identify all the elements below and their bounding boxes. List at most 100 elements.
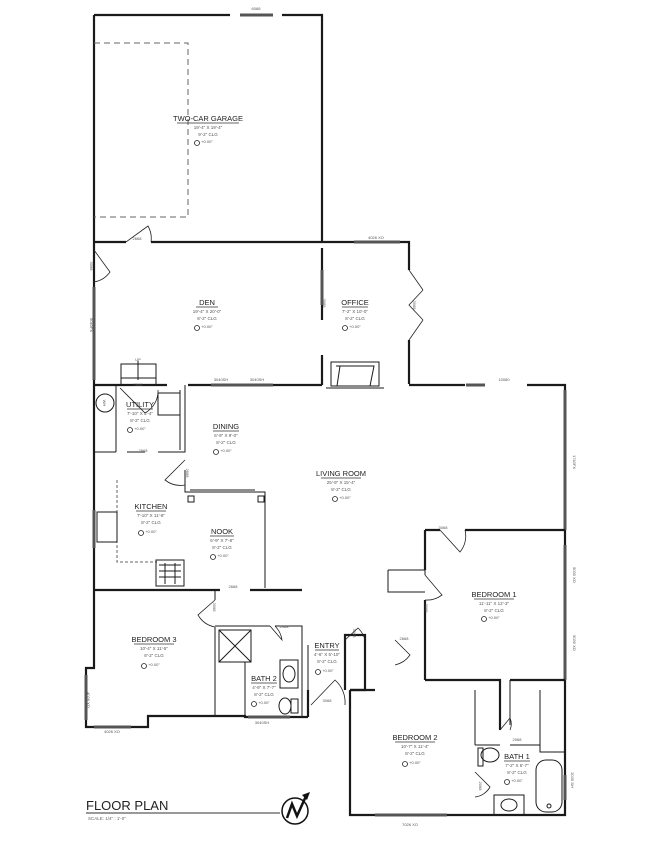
floor-elevation-icon	[332, 496, 338, 502]
svg-text:+0.00": +0.00"	[201, 324, 213, 329]
svg-text:BATH 2: BATH 2	[251, 674, 277, 683]
svg-text:ENTRY: ENTRY	[314, 641, 339, 650]
opening-tag: 2668	[185, 469, 190, 479]
opening-tag: 3040SH	[250, 377, 265, 382]
garage-walls	[92, 13, 324, 242]
svg-text:BEDROOM 3: BEDROOM 3	[131, 635, 176, 644]
svg-text:9'-2" CLG: 9'-2" CLG	[198, 132, 218, 137]
opening-tag: 4026 XO	[86, 692, 91, 708]
svg-text:8'-2" CLG: 8'-2" CLG	[216, 440, 236, 445]
svg-text:UTILITY: UTILITY	[126, 400, 154, 409]
svg-text:DEN: DEN	[199, 298, 215, 307]
floor-elevation-icon	[251, 701, 257, 707]
range-icon	[155, 559, 185, 587]
opening-tag: 5030 XO	[572, 635, 577, 651]
svg-text:+0.00": +0.00"	[488, 615, 500, 620]
svg-text:8'-2" CLG: 8'-2" CLG	[144, 653, 164, 658]
room-label-dining: DINING 6'-9" X 9'-0" 8'-2" CLG +0.00"	[213, 422, 239, 455]
svg-text:+0.00": +0.00"	[322, 668, 334, 673]
svg-text:8'-2" CLG: 8'-2" CLG	[405, 751, 425, 756]
svg-text:OFFICE: OFFICE	[341, 298, 369, 307]
svg-text:KITCHEN: KITCHEN	[135, 502, 168, 511]
toilet-icon	[278, 697, 292, 715]
opening-tag: 3068	[212, 603, 217, 613]
opening-tag: 2468	[280, 624, 290, 629]
opening-tag: 2668	[139, 448, 149, 453]
svg-text:8'-2" CLG: 8'-2" CLG	[130, 418, 150, 423]
svg-text:8'-2" CLG: 8'-2" CLG	[197, 316, 217, 321]
svg-text:8'-2" CLG: 8'-2" CLG	[345, 316, 365, 321]
scale-label: SCALE: 1/4" : 1'-0"	[88, 816, 126, 821]
svg-text:WH: WH	[102, 400, 107, 407]
opening-tag: 3068	[424, 604, 429, 614]
opening-tag: 3068	[323, 698, 333, 703]
svg-text:4'-6" X 5'-10": 4'-6" X 5'-10"	[314, 652, 340, 657]
opening-tag: 2668	[400, 636, 410, 641]
svg-text:8'-2" CLG: 8'-2" CLG	[484, 608, 504, 613]
svg-text:11'-11" X 12'-3": 11'-11" X 12'-3"	[479, 601, 510, 606]
plan-title: FLOOR PLAN	[86, 798, 168, 813]
svg-text:7'-2" X 6'-7": 7'-2" X 6'-7"	[505, 763, 529, 768]
opening-tag: 3040SH	[255, 720, 270, 725]
room-labels: TWO-CAR GARAGE 19'-4" X 19'-4" 9'-2" CLG…	[126, 114, 530, 785]
floor-elevation-icon	[402, 761, 408, 767]
opening-tag: 3068	[89, 262, 94, 272]
svg-text:25'-9" X 15'-4": 25'-9" X 15'-4"	[327, 480, 356, 485]
den-office-walls	[92, 240, 411, 385]
floor-elevation-icon	[138, 530, 144, 536]
svg-text:8'-2" CLG: 8'-2" CLG	[331, 487, 351, 492]
floor-elevation-icon	[342, 325, 348, 331]
room-label-utility: UTILITY 7'-10" X 5'-4" 8'-2" CLG +0.00"	[126, 400, 154, 433]
floor-elevation-icon	[315, 669, 321, 675]
opening-tag: 3068	[322, 299, 327, 309]
svg-text:LIVING ROOM: LIVING ROOM	[316, 469, 366, 478]
door-swings	[93, 225, 512, 798]
title-block: FLOOR PLAN SCALE: 1/4" : 1'-0"	[86, 792, 310, 825]
svg-text:+0.00": +0.00"	[148, 662, 160, 667]
opening-tag: 4026 XO	[368, 235, 384, 240]
svg-text:10'-7" X 11'-4": 10'-7" X 11'-4"	[401, 744, 429, 749]
room-label-bedroom-3: BEDROOM 3 10'-4" X 11'-5" 8'-2" CLG +0.0…	[131, 635, 177, 669]
opening-tag: 7026 XO	[402, 822, 418, 827]
svg-text:4'-9" X 7'-7": 4'-9" X 7'-7"	[252, 685, 276, 690]
svg-text:BEDROOM 2: BEDROOM 2	[392, 733, 437, 742]
room-label-bedroom-1: BEDROOM 1 11'-11" X 12'-3" 8'-2" CLG +0.…	[471, 590, 517, 622]
sink-icon	[279, 659, 299, 689]
svg-text:TWO-CAR GARAGE: TWO-CAR GARAGE	[173, 114, 243, 123]
room-label-bedroom-2: BEDROOM 2 10'-7" X 11'-4" 8'-2" CLG +0.0…	[392, 733, 438, 767]
svg-text:+0.00": +0.00"	[220, 448, 232, 453]
opening-tag: 2668	[229, 584, 239, 589]
svg-text:8'-2" CLG: 8'-2" CLG	[141, 520, 161, 525]
floor-elevation-icon	[127, 427, 133, 433]
svg-text:+0.00": +0.00"	[145, 529, 157, 534]
svg-text:+0.00": +0.00"	[409, 760, 421, 765]
opening-tag: 3068	[412, 301, 417, 311]
svg-text:8'-2" CLG: 8'-2" CLG	[317, 659, 337, 664]
water-heater-icon	[95, 393, 115, 413]
svg-text:BATH 1: BATH 1	[504, 752, 530, 761]
opening-tag: 2030 SH	[570, 772, 575, 788]
svg-text:+0.00": +0.00"	[134, 426, 146, 431]
svg-text:+0.00": +0.00"	[339, 495, 351, 500]
svg-text:+0.00": +0.00"	[258, 700, 270, 705]
bathtub-icon	[535, 759, 563, 813]
room-label-office: OFFICE 7'-2" X 10'-0" 8'-2" CLG +0.00"	[341, 298, 369, 331]
north-arrow-icon	[281, 792, 310, 825]
svg-text:10'-4" X 11'-5": 10'-4" X 11'-5"	[140, 646, 168, 651]
opening-tag: 3068	[352, 629, 357, 639]
svg-text:+0.00": +0.00"	[201, 139, 213, 144]
opening-tag: UP	[135, 357, 141, 362]
svg-text:19'-4" X 19'-4": 19'-4" X 19'-4"	[194, 125, 223, 130]
svg-text:BEDROOM 1: BEDROOM 1	[471, 590, 516, 599]
room-label-garage: TWO-CAR GARAGE 19'-4" X 19'-4" 9'-2" CLG…	[173, 114, 243, 146]
room-label-nook: NOOK 6'-9" X 7'-8" 8'-2" CLG +0.00"	[210, 527, 234, 560]
room-label-kitchen: KITCHEN 7'-10" X 11'-8" 8'-2" CLG +0.00"	[135, 502, 168, 536]
svg-text:+0.00": +0.00"	[511, 778, 523, 783]
floor-elevation-icon	[213, 449, 219, 455]
opening-tag: 1740FX	[572, 455, 577, 469]
opening-tag: 2668	[133, 236, 143, 241]
shower-icon	[218, 629, 252, 663]
opening-tag: 2668	[134, 382, 144, 387]
